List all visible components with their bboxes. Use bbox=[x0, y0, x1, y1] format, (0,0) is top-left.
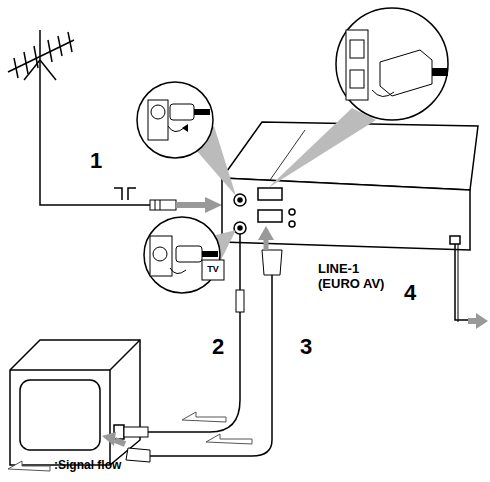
connector-name: LINE-1 (EURO AV) bbox=[318, 262, 398, 292]
magnifier-antenna-out bbox=[144, 217, 236, 293]
magnifier-antenna-in bbox=[137, 82, 236, 196]
callout-number: 4 bbox=[404, 280, 416, 305]
legend-swatch bbox=[6, 458, 52, 476]
legend-text: :Signal flow bbox=[54, 459, 121, 473]
vcr-body bbox=[222, 122, 478, 250]
callout-number: 2 bbox=[212, 334, 224, 359]
callout-number: 1 bbox=[90, 148, 102, 173]
tv-icon bbox=[202, 260, 224, 280]
power-cord bbox=[455, 244, 488, 329]
signal-arrows bbox=[182, 412, 252, 444]
tv-symbol-text: TV bbox=[203, 264, 223, 274]
magnifier-scart bbox=[268, 8, 448, 188]
tv-set bbox=[10, 340, 140, 465]
callout-number: 3 bbox=[300, 334, 312, 359]
antenna bbox=[8, 30, 74, 110]
rf-cable bbox=[124, 234, 244, 437]
scart-cable bbox=[102, 226, 282, 462]
